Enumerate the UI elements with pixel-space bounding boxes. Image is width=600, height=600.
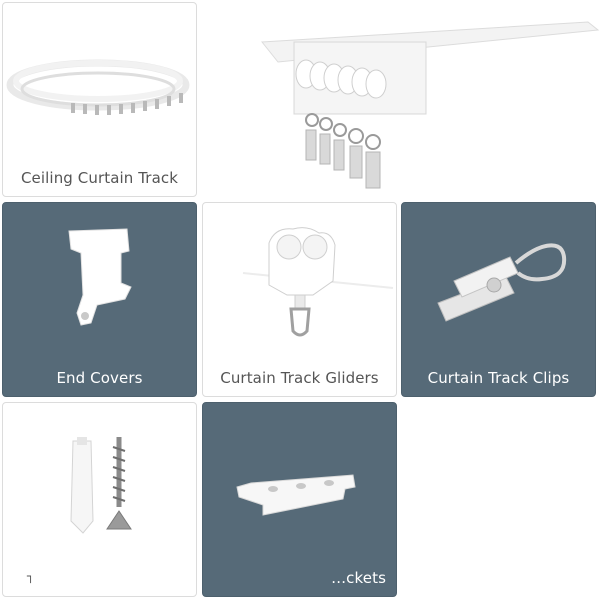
clip-icon (437, 243, 567, 322)
card-ceiling-curtain-track[interactable]: Ceiling Curtain Track (2, 2, 197, 197)
card-label: Ceiling Curtain Track (20, 169, 178, 187)
card-label: End Covers (56, 369, 143, 387)
bracket-icon (236, 474, 356, 516)
track-with-gliders-image (258, 2, 600, 198)
card-label: …ckets (331, 569, 386, 587)
card-curtain-track-clips[interactable]: Curtain Track Clips (401, 202, 596, 397)
track-with-gliders-icon (261, 21, 600, 189)
card-label: Curtain Track Clips (427, 369, 570, 387)
anchor-screw-icon (70, 437, 132, 534)
card-label: Curtain Track Gliders (220, 369, 379, 387)
card-label: ┐ (27, 569, 35, 583)
coiled-track-icon (6, 59, 190, 115)
card-curtain-track-gliders[interactable]: Curtain Track Gliders (202, 202, 397, 397)
end-cover-icon (68, 228, 132, 326)
card-screws[interactable]: ┐ (2, 402, 197, 597)
glider-icon (242, 227, 394, 337)
card-end-covers[interactable]: End Covers (2, 202, 197, 397)
card-brackets[interactable]: …ckets (202, 402, 397, 597)
